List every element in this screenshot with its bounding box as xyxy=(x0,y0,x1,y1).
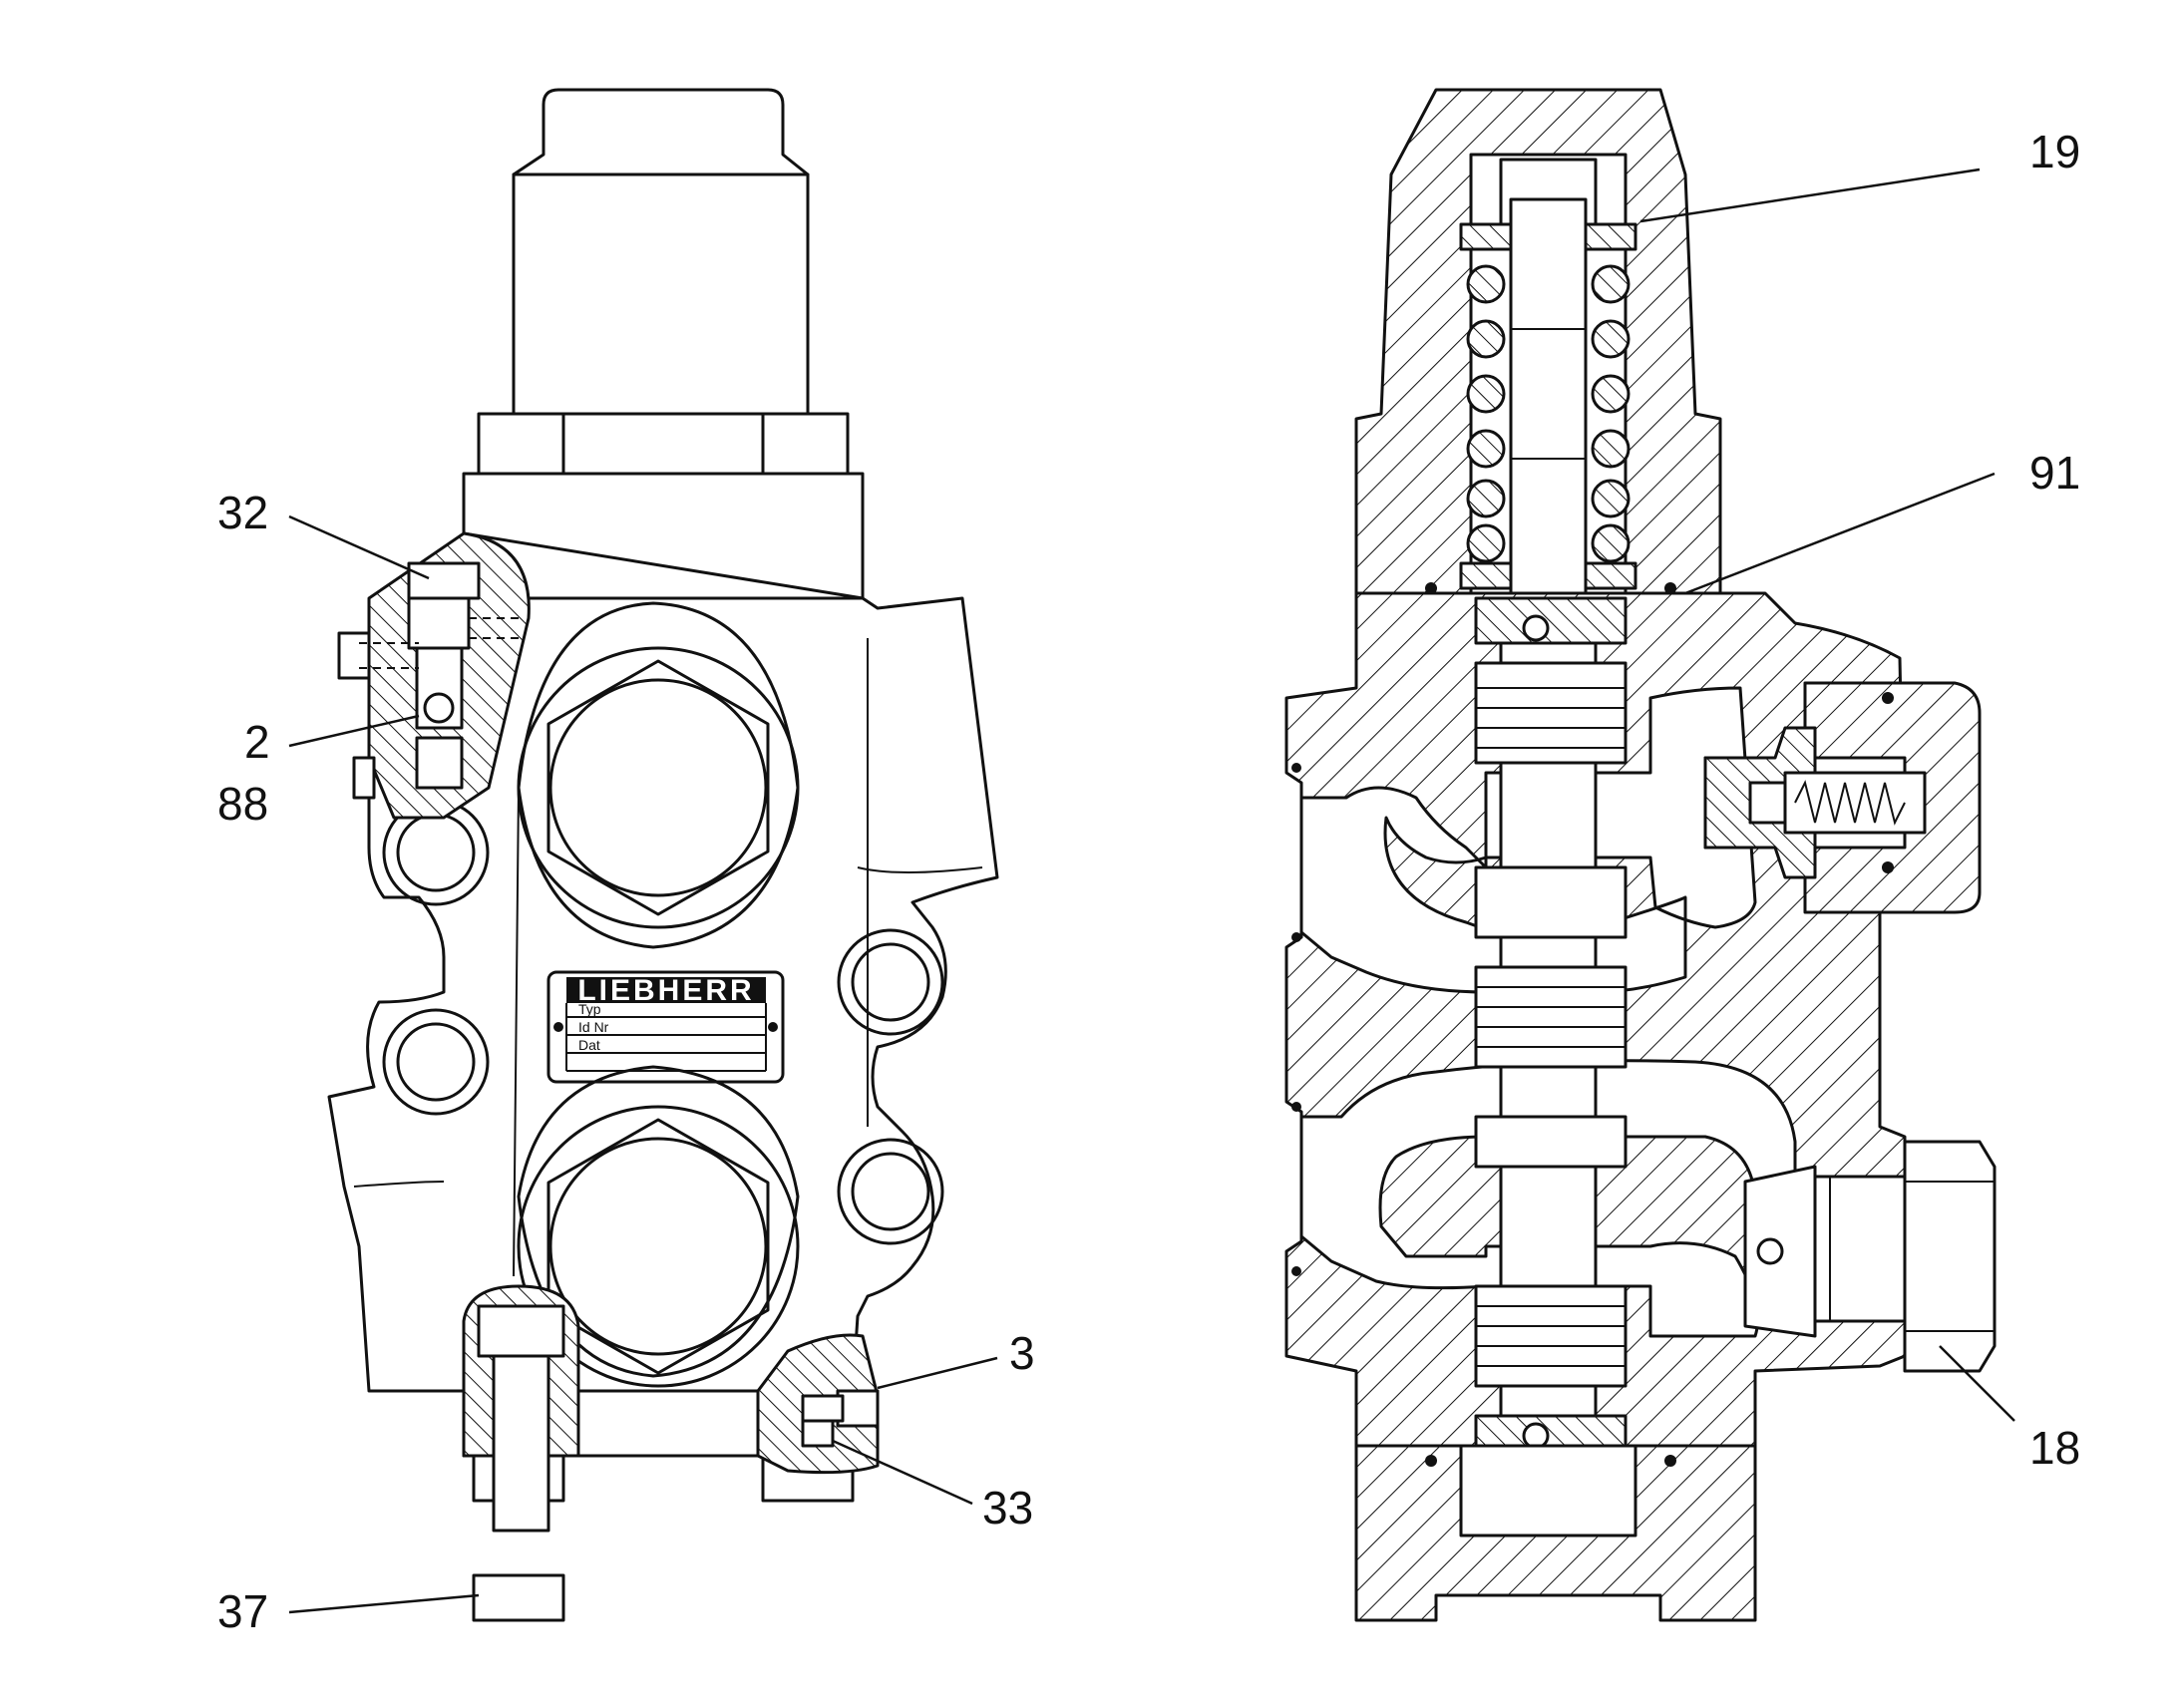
callout-91: 91 xyxy=(2029,447,2080,499)
body-inner-edge xyxy=(353,638,983,1277)
callout-33: 33 xyxy=(982,1482,1033,1534)
spool-stem xyxy=(1509,197,1588,595)
callout-88: 88 xyxy=(217,778,268,830)
left-exterior-view: LIEBHERR Typ Id Nr Dat xyxy=(327,88,999,1622)
cap-foot-left xyxy=(477,412,565,476)
nameplate: LIEBHERR Typ Id Nr Dat xyxy=(546,970,785,1084)
seal-rings xyxy=(1291,582,1894,1467)
upper-port-ring xyxy=(517,646,800,929)
callout-3: 3 xyxy=(1009,1327,1035,1379)
callout-37: 37 xyxy=(217,1585,268,1637)
lower-port-hex xyxy=(546,1118,770,1375)
callout-32: 32 xyxy=(217,487,268,538)
main-body-outline xyxy=(327,531,999,1458)
spring-coils xyxy=(1466,264,1631,563)
right-section-view xyxy=(1284,88,1997,1622)
nameplate-brand: LIEBHERR xyxy=(577,974,754,1007)
callout-19: 19 xyxy=(2029,126,2080,177)
top-cap xyxy=(512,88,810,416)
lower-port-bore xyxy=(548,1137,768,1356)
upper-port-bore xyxy=(548,678,768,897)
callout-2: 2 xyxy=(244,716,270,768)
main-spool xyxy=(1474,596,1628,1463)
nameplate-field-dat: Dat xyxy=(578,1037,600,1053)
callout-18: 18 xyxy=(2029,1422,2080,1474)
spool-top-cap xyxy=(1474,596,1628,645)
lower-port-boss xyxy=(517,1065,800,1378)
cap-foot-right xyxy=(761,412,850,476)
side-relief-insert xyxy=(1703,681,1982,914)
cutaway-check-valve-3-33 xyxy=(756,1333,880,1475)
nameplate-field-typ: Typ xyxy=(578,1001,601,1017)
nameplate-field-idnr: Id Nr xyxy=(578,1019,609,1035)
hex-plug-18 xyxy=(1743,1140,1997,1373)
nameplate-banner xyxy=(566,977,766,1003)
lower-port-ring xyxy=(517,1105,800,1388)
cutaway-relief-valve xyxy=(337,531,531,820)
cutaway-plug-37 xyxy=(462,1284,580,1622)
leader-lines xyxy=(288,168,2015,1614)
bottom-cap-bore xyxy=(1459,1444,1637,1537)
upper-port-hex xyxy=(546,659,770,916)
